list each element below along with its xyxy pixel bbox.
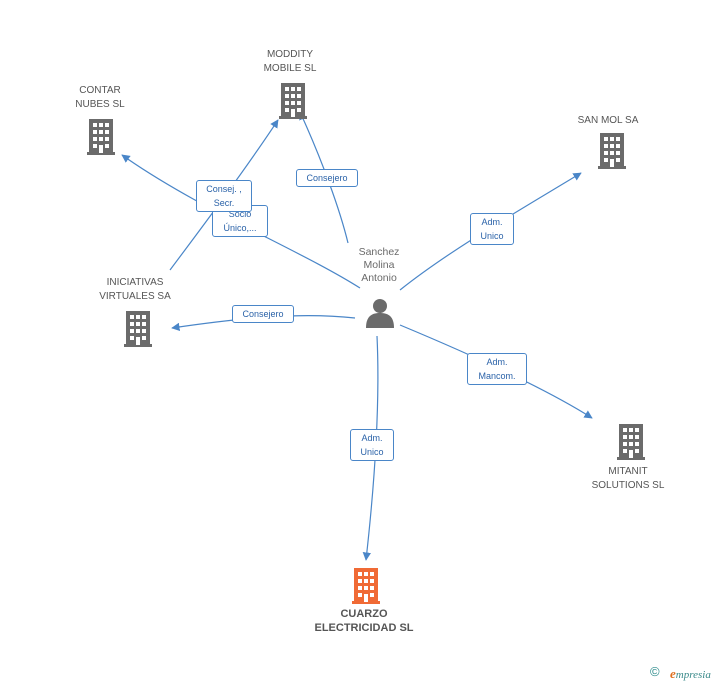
relation-label-consejero-iniciativas[interactable]: Consejero	[232, 305, 294, 323]
building-icon-mitanit	[617, 424, 645, 460]
relation-label-consej-secr[interactable]: Consej. , Secr.	[196, 180, 252, 212]
company-label-iniciativas[interactable]: INICIATIVAS VIRTUALES SA	[99, 277, 171, 302]
company-label-contar[interactable]: CONTAR NUBES SL	[75, 85, 125, 110]
building-icon-moddity	[279, 83, 307, 119]
brand-rest: mpresia	[675, 669, 711, 681]
relation-label-adm-unico-cuarzo[interactable]: Adm. Unico	[350, 429, 394, 461]
building-icon-sanmol	[598, 133, 626, 169]
building-icon-cuarzo	[352, 568, 380, 604]
copyright-symbol: ©	[650, 664, 660, 679]
company-label-moddity[interactable]: MODDITY MOBILE SL	[263, 49, 317, 74]
relation-label-consejero-moddity[interactable]: Consejero	[296, 169, 358, 187]
company-label-cuarzo[interactable]: CUARZO ELECTRICIDAD SL	[314, 608, 414, 634]
empresia-logo[interactable]: empresia	[670, 666, 711, 682]
relation-label-adm-mancom[interactable]: Adm. Mancom.	[467, 353, 527, 385]
building-icon-contar	[87, 119, 115, 155]
company-label-sanmol[interactable]: SAN MOL SA	[577, 115, 639, 126]
building-icon-iniciativas	[124, 311, 152, 347]
company-label-mitanit[interactable]: MITANIT SOLUTIONS SL	[591, 466, 665, 491]
brand-initial: e	[670, 666, 676, 681]
person-icon	[366, 299, 394, 328]
relation-label-adm-unico-sanmol[interactable]: Adm. Unico	[470, 213, 514, 245]
person-label[interactable]: Sanchez Molina Antonio	[358, 246, 400, 284]
